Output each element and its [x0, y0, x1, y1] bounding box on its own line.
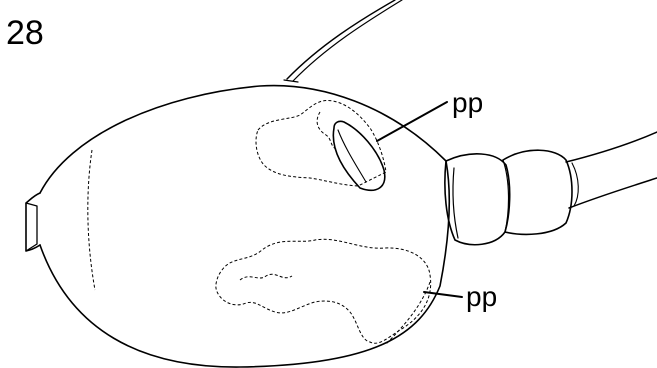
segment-3-stalk-inner [572, 163, 578, 206]
lower-pale-patch [216, 239, 431, 343]
upper-appendage-inner [293, 0, 402, 81]
internal-suture [88, 150, 95, 290]
label-pp-upper: pp [452, 87, 483, 118]
segment-2 [503, 150, 572, 234]
leader-line-upper [377, 102, 447, 141]
leader-line-lower [424, 292, 462, 297]
upper-process [333, 121, 384, 190]
upper-process-line [338, 130, 366, 182]
label-pp-lower: pp [466, 281, 497, 312]
segment-1-inner [453, 168, 458, 238]
anterior-collar [26, 193, 40, 251]
upper-pale-patch [256, 100, 386, 186]
upper-appendage-base [284, 80, 298, 82]
body-outline [40, 86, 449, 367]
lower-pale-patch-detail [240, 274, 292, 280]
anterior-collar-rim [26, 203, 37, 251]
segment-3-stalk-lower [569, 178, 657, 208]
segment-1 [445, 154, 510, 245]
segment-3-stalk [566, 132, 657, 162]
figure-number: 28 [6, 14, 44, 52]
